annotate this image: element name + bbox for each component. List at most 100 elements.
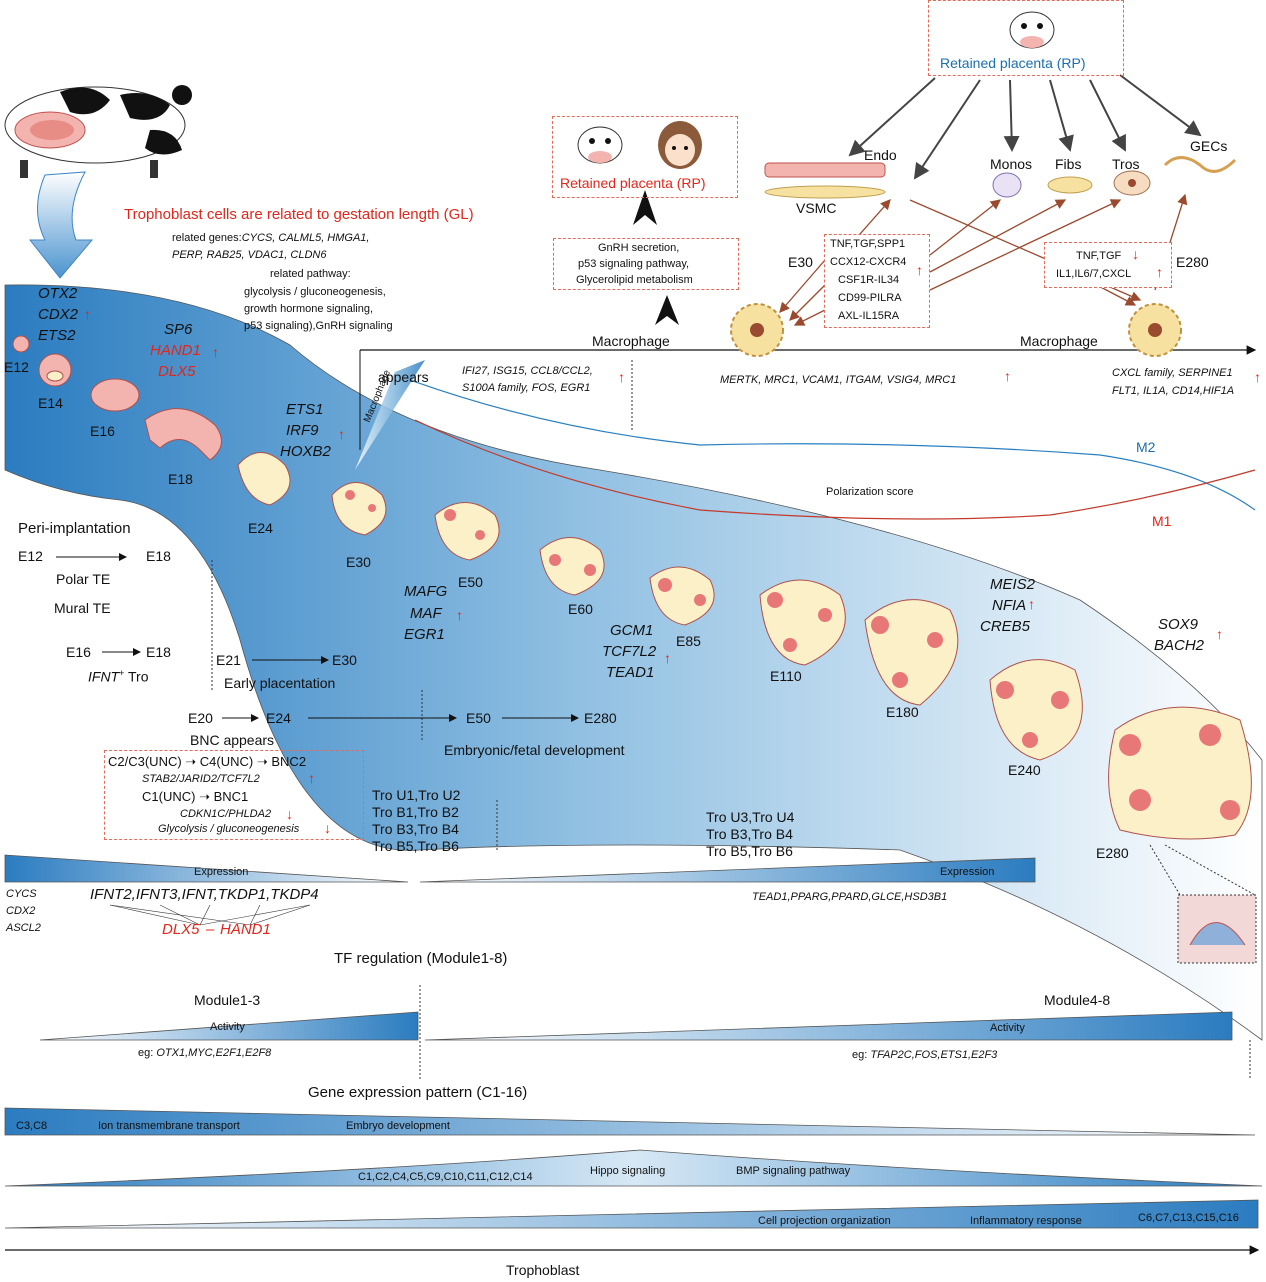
up-arrow-2 <box>633 190 657 225</box>
macrophage-cells <box>730 303 1182 357</box>
mac-genes-2: MERTK, MRC1, VCAM1, ITGAM, VSIG4, MRC1 <box>720 374 957 386</box>
gnrh-line-2: p53 signaling pathway, <box>578 258 690 270</box>
tf-gcm1: GCM1 <box>610 622 654 639</box>
tf-tcf7l2-up-icon: ↑ <box>664 650 671 666</box>
expression-genes-left: IFNT2,IFNT3,IFNT,TKDP1,TKDP4 <box>90 886 319 903</box>
tf-dlx5: DLX5 <box>158 363 196 380</box>
tl-e18b: E18 <box>146 644 171 660</box>
expression-right <box>419 857 1036 883</box>
gep-band-1 <box>4 1107 1256 1136</box>
tf-sp6: SP6 <box>164 321 193 338</box>
girl-face-icon <box>658 121 702 169</box>
rp-top-label: Retained placenta (RP) <box>940 55 1086 71</box>
expression-right-label: Expression <box>940 866 995 878</box>
activity-left <box>39 1011 419 1041</box>
pathway-1: glycolysis / gluconeogenesis, <box>244 286 386 298</box>
embryonic-development: Embryonic/fetal development <box>444 742 625 758</box>
tro-label: Tro <box>128 668 149 685</box>
related-genes-row-1: related genes:CYCS, CALML5, HMGA1, <box>172 232 369 245</box>
mac-genes-1-up-icon: ↑ <box>618 369 625 385</box>
tf-irf9: IRF9 <box>286 422 319 439</box>
tf-bach2: BACH2 <box>1154 637 1205 654</box>
tl-e50: E50 <box>466 710 491 726</box>
tf-ets1: ETS1 <box>286 401 324 418</box>
bnc-box <box>104 750 364 840</box>
bnc-line-2: STAB2/JARID2/TCF7L2 <box>142 773 260 785</box>
related-genes-2: PERP, RAB25, VDAC1, CLDN6 <box>172 249 327 261</box>
down-arrow <box>28 171 94 279</box>
gnrh-box <box>553 238 739 290</box>
mac-genes-3-up-icon: ↑ <box>1254 369 1261 385</box>
module-4-8: Module4-8 <box>1044 992 1111 1008</box>
tf-egr1: EGR1 <box>404 626 445 643</box>
tf-cdx2: CDX2 <box>38 306 79 323</box>
module-1-3: Module1-3 <box>194 992 261 1008</box>
appears-label: appears <box>378 369 429 385</box>
expression-network <box>109 904 311 926</box>
mac-genes-1a: IFI27, ISG15, CCL8/CCL2, <box>462 365 593 377</box>
cow-illustration <box>4 85 192 178</box>
bnc-bnc2: BNC2 <box>271 754 307 769</box>
mural-te: Mural TE <box>54 600 111 616</box>
expression-left <box>4 854 409 883</box>
tf-creb5: CREB5 <box>980 618 1031 635</box>
bnc-c1: C1(UNC) <box>142 789 196 804</box>
tf-nfia: NFIA <box>992 597 1027 614</box>
cell-fibs: Fibs <box>1055 156 1082 172</box>
tro-a4: Tro B5,Tro B6 <box>372 838 459 854</box>
tf-hand1: HAND1 <box>150 342 201 359</box>
tf-sox9-up-icon: ↑ <box>1216 626 1223 642</box>
polarization-label: Polarization score <box>826 486 914 498</box>
ifnt-label: IFNT <box>88 668 120 685</box>
bnc-line-2-up-icon: ↑ <box>308 770 315 786</box>
bnc-line-4: CDKN1C/PHLDA2 <box>180 808 272 820</box>
e280-signal-box <box>1044 242 1172 288</box>
bnc-c2c3: C2/C3(UNC) <box>108 754 182 769</box>
tf-maf: MAF <box>410 605 442 622</box>
related-pathway-label: related pathway: <box>270 268 351 280</box>
macrophage-left-label: Macrophage <box>592 333 670 349</box>
bnc-line-5-down-icon: ↓ <box>324 820 331 836</box>
rp-label: Retained placenta (RP) <box>560 175 706 191</box>
e30-signal-box <box>824 234 930 328</box>
tf-maf-up-icon: ↑ <box>456 607 463 623</box>
bnc-line-5: Glycolysis / gluconeogenesis <box>158 823 300 835</box>
gep-r3a: Cell projection organization <box>758 1215 891 1227</box>
e30-line-2: CCX12-CXCR4 <box>830 256 907 268</box>
expression-dlx5: DLX5 <box>162 921 200 938</box>
expression-hand1: HAND1 <box>220 921 271 938</box>
tf-irf9-up-icon: ↑ <box>338 426 345 442</box>
bnc-line-4-down-icon: ↓ <box>286 806 293 822</box>
tl-e20: E20 <box>188 710 213 726</box>
gep-r1b: Ion transmembrane transport <box>98 1120 240 1132</box>
ifnt-tro: IFNT+ Tro <box>88 668 149 685</box>
tf-cdx2-up-icon: ↑ <box>84 306 91 322</box>
gnrh-line-1: GnRH secretion, <box>598 242 680 254</box>
tro-b1: Tro U3,Tro U4 <box>706 809 795 825</box>
bnc-appears: BNC appears <box>190 732 275 748</box>
gep-band-3 <box>4 1199 1259 1229</box>
tf-tcf7l2: TCF7L2 <box>602 643 657 660</box>
e30-line-3: CSF1R-IL34 <box>838 274 900 286</box>
tf-hand1-up-icon: ↑ <box>212 344 219 360</box>
stage-e24: E24 <box>248 520 273 536</box>
inset-line-1 <box>1149 844 1181 896</box>
macrophage-wedge <box>355 360 425 470</box>
gep-band-2 <box>4 1149 1263 1187</box>
tro-a3: Tro B3,Tro B4 <box>372 821 459 837</box>
stage-e180: E180 <box>886 704 919 720</box>
expression-dash: – <box>206 921 215 938</box>
stage-e18: E18 <box>168 471 193 487</box>
inset-line-2 <box>1164 844 1256 896</box>
tl-e21: E21 <box>216 652 241 668</box>
e30-up-arrow-icon: ↑ <box>916 262 923 278</box>
stage-e16: E16 <box>90 423 115 439</box>
tl-e18a: E18 <box>146 548 171 564</box>
stage-e110: E110 <box>770 668 802 684</box>
bnc-line-1: C2/C3(UNC) ➝ C4(UNC) ➝ BNC2 <box>108 754 307 769</box>
tf-otx2: OTX2 <box>38 285 78 302</box>
eg-right: eg: TFAP2C,FOS,ETS1,E2F3 <box>852 1049 997 1062</box>
up-arrow-1 <box>655 295 679 325</box>
e280-up-arrow-icon: ↑ <box>1156 264 1163 280</box>
tro-a2: Tro B1,Tro B2 <box>372 804 459 820</box>
